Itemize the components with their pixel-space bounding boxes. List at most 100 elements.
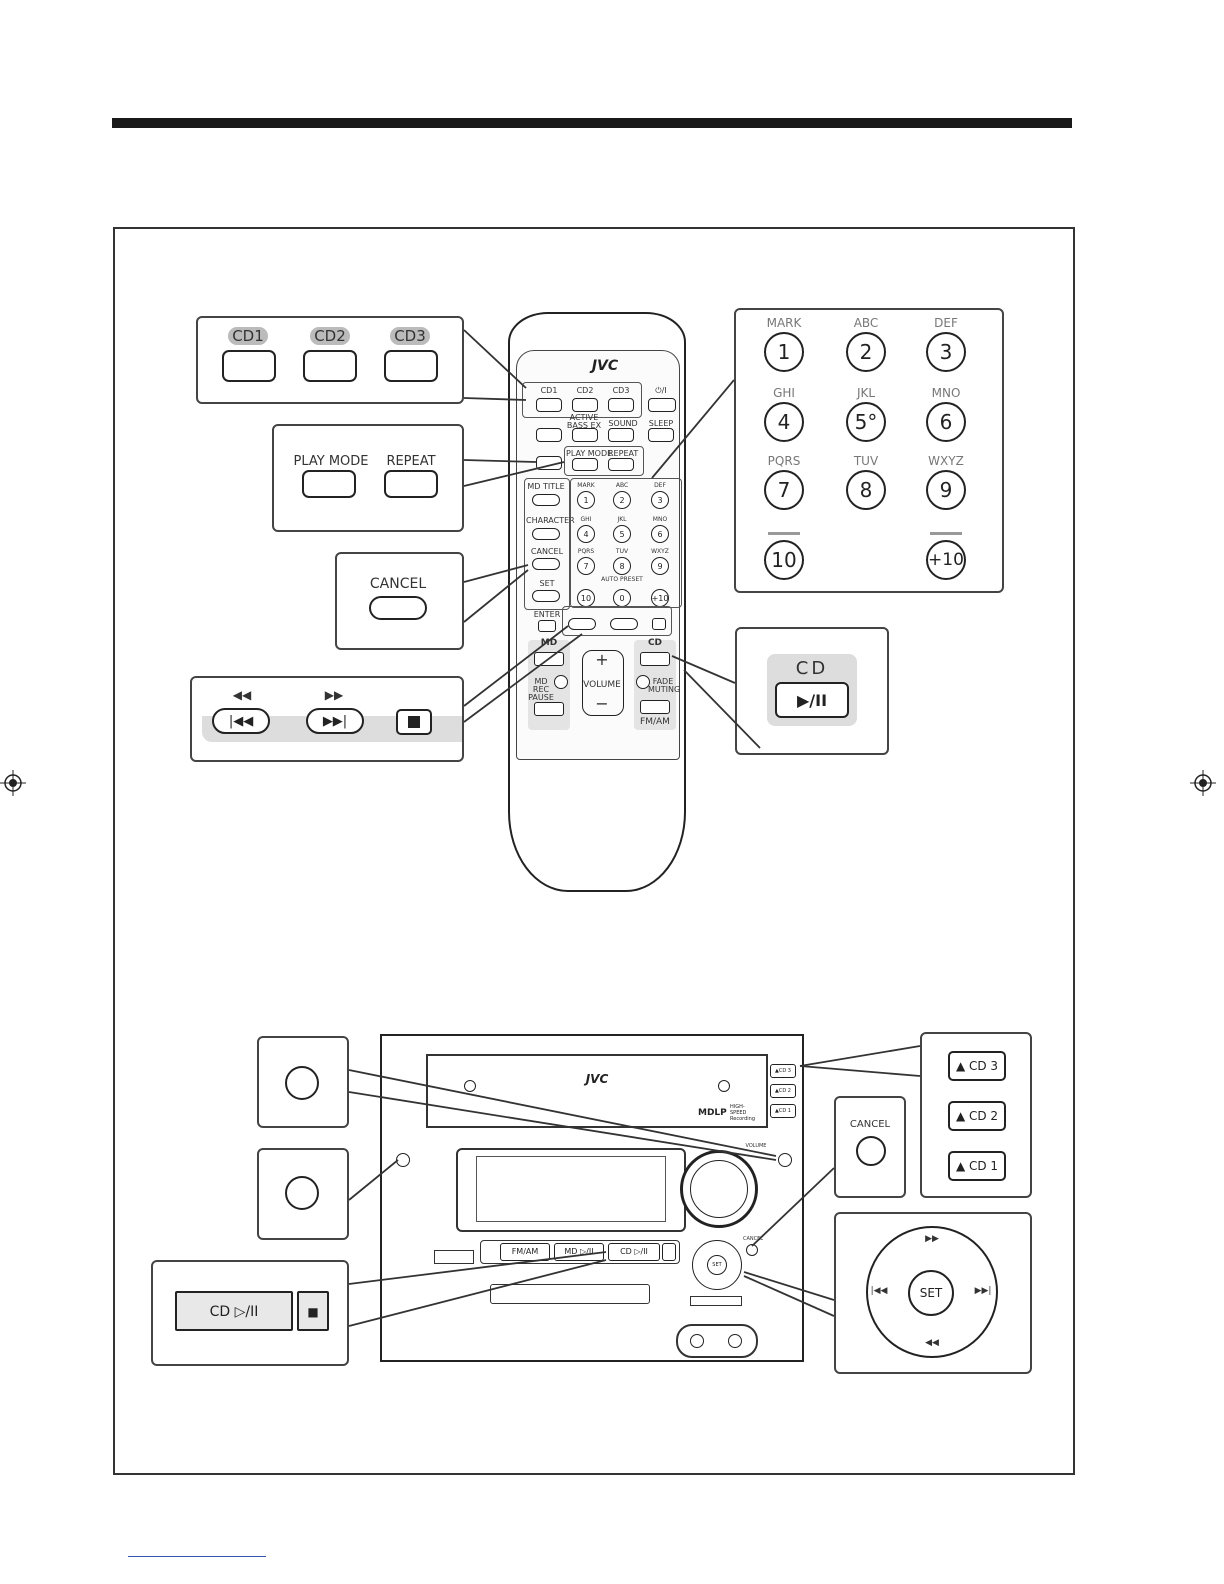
callout-eject-cd1-button[interactable]: ▲ CD 1 (948, 1151, 1006, 1181)
unit-dial-set[interactable]: SET (707, 1255, 727, 1275)
remote-key-3[interactable]: 3 (651, 491, 669, 509)
callout-ten-button[interactable]: 10 (764, 540, 804, 580)
remote-stop-button[interactable] (652, 618, 666, 630)
callout-cd2-button[interactable] (303, 350, 357, 382)
unit-standby-button[interactable] (396, 1153, 410, 1167)
unit-cd-play-button[interactable]: CD ▷/II (608, 1243, 660, 1261)
remote-active-bass-button[interactable] (572, 428, 598, 442)
remote-repeat-label: REPEAT (608, 449, 639, 458)
remote-cd-label: CD (647, 638, 663, 648)
callout-key-letters: TUV (853, 454, 879, 468)
unit-right-button[interactable] (778, 1153, 792, 1167)
remote-playmode-button[interactable] (572, 458, 598, 471)
remote-cd3-button[interactable] (608, 398, 634, 412)
unit-eject-button-3[interactable]: ▲CD 3 (770, 1064, 796, 1078)
callout-cd-play-button[interactable]: ▶/II (775, 682, 849, 718)
remote-left-panel (524, 478, 570, 610)
remote-repeat-button[interactable] (608, 458, 634, 471)
remote-key-0[interactable]: 0 (613, 589, 631, 607)
remote-keypad-frame (570, 478, 682, 608)
callout-dial-up: ▶▶ (925, 1234, 939, 1244)
callout-cd3-button[interactable] (384, 350, 438, 382)
remote-cancel-button[interactable] (532, 558, 560, 570)
callout-unit-cd-play-button[interactable]: CD ▷/II (175, 1291, 293, 1331)
unit-screw-right (718, 1080, 730, 1092)
remote-enter-button[interactable] (538, 620, 556, 632)
remote-key-8[interactable]: 8 (613, 557, 631, 575)
unit-stop-button[interactable] (662, 1243, 676, 1261)
callout-key-9[interactable]: 9 (926, 470, 966, 510)
remote-sound-button[interactable] (608, 428, 634, 442)
remote-volume-rocker[interactable] (582, 650, 624, 716)
callout-playmode-button[interactable] (302, 470, 356, 498)
remote-button-misc[interactable] (536, 428, 562, 442)
remote-key-4[interactable]: 4 (577, 525, 595, 543)
unit-aux-jack (728, 1334, 742, 1348)
callout-cd1-button[interactable] (222, 350, 276, 382)
callout-key-7[interactable]: 7 (764, 470, 804, 510)
unit-fmam-button[interactable]: FM/AM (500, 1243, 550, 1261)
callout-unit-stop-button[interactable]: ■ (297, 1291, 329, 1331)
callout-key-4[interactable]: 4 (764, 402, 804, 442)
callout-repeat-button[interactable] (384, 470, 438, 498)
remote-key-letters: GHI (580, 516, 592, 523)
callout-cancel-button[interactable] (369, 596, 427, 620)
remote-transport-group (562, 606, 672, 636)
callout-plus-ten-button[interactable]: +10 (926, 540, 966, 580)
remote-character-button[interactable] (532, 528, 560, 540)
remote-key-letters: WXYZ (651, 548, 669, 555)
unit-jack-panel (676, 1324, 758, 1358)
remote-fmam-button[interactable] (640, 700, 670, 714)
callout-unit-cancel-button[interactable] (856, 1136, 886, 1166)
remote-cd2-button[interactable] (572, 398, 598, 412)
callout-key-8[interactable]: 8 (846, 470, 886, 510)
remote-prev-button[interactable] (568, 618, 596, 630)
remote-key-5[interactable]: 5 (613, 525, 631, 543)
unit-cancel-button[interactable] (746, 1244, 758, 1256)
remote-active-bass-label: ACTIVE BASS EX (566, 413, 602, 430)
callout-key-6[interactable]: 6 (926, 402, 966, 442)
remote-cd-play-button[interactable] (640, 652, 670, 666)
stop-icon (408, 716, 420, 728)
remote-sleep-button[interactable] (648, 428, 674, 442)
remote-cd1-button[interactable] (536, 398, 562, 412)
remote-key-9[interactable]: 9 (651, 557, 669, 575)
callout-unit-standby-button[interactable] (285, 1066, 319, 1100)
callout-dial-set[interactable]: SET (908, 1270, 954, 1316)
remote-mdrec-button[interactable] (554, 675, 568, 689)
remote-key-6[interactable]: 6 (651, 525, 669, 543)
remote-md-extra-button[interactable] (534, 702, 564, 716)
callout-key-1[interactable]: 1 (764, 332, 804, 372)
unit-eject-button-1[interactable]: ▲CD 1 (770, 1104, 796, 1118)
remote-power-button[interactable] (648, 398, 676, 412)
remote-next-button[interactable] (610, 618, 638, 630)
callout-key-2[interactable]: 2 (846, 332, 886, 372)
callout-stop-button[interactable] (396, 709, 432, 735)
callout-dial-down: ◀◀ (925, 1338, 939, 1348)
callout-key-5[interactable]: 5° (846, 402, 886, 442)
callout-key-3[interactable]: 3 (926, 332, 966, 372)
remote-sleep-label: SLEEP (648, 419, 674, 428)
remote-fade-label: FADE MUTING (648, 677, 681, 694)
callout-key-letters: WXYZ (928, 454, 964, 468)
remote-md-label: MD (540, 638, 558, 648)
remote-key-1[interactable]: 1 (577, 491, 595, 509)
callout-unit-volume-button[interactable] (285, 1176, 319, 1210)
remote-fade-button[interactable] (636, 675, 650, 689)
unit-phones-jack (690, 1334, 704, 1348)
callout-eject-cd2-button[interactable]: ▲ CD 2 (948, 1101, 1006, 1131)
registration-mark-right (1190, 770, 1216, 796)
callout-next-button[interactable]: ▶▶| (306, 708, 364, 734)
unit-eject-button-2[interactable]: ▲CD 2 (770, 1084, 796, 1098)
remote-power-label: ⏻/I (655, 386, 667, 395)
callout-eject-cd3-button[interactable]: ▲ CD 3 (948, 1051, 1006, 1081)
remote-set-button[interactable] (532, 590, 560, 602)
remote-set-label: SET (539, 579, 555, 588)
remote-key-2[interactable]: 2 (613, 491, 631, 509)
remote-mdtitle-label: MD TITLE (527, 482, 565, 491)
callout-rew-label: ◀◀ (232, 688, 252, 702)
remote-mdtitle-button[interactable] (532, 494, 560, 506)
callout-prev-button[interactable]: |◀◀ (212, 708, 270, 734)
remote-cd2-label: CD2 (576, 386, 594, 395)
remote-key-7[interactable]: 7 (577, 557, 595, 575)
